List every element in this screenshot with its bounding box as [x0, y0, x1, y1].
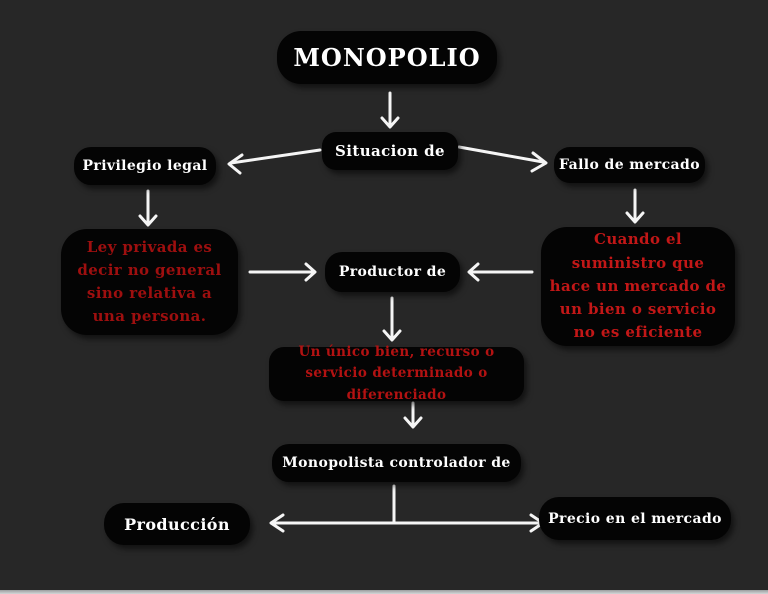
node-fallo-de-mercado: Fallo de mercado [554, 147, 705, 183]
arrow-situacion-fallo [457, 145, 545, 164]
node-ley-privada: Ley privada es decir no general sino rel… [61, 229, 238, 335]
node-cuando-el-suministro: Cuando el suministro que hace un mercado… [541, 227, 735, 346]
node-monopolista-controlador: Monopolista controlador de [272, 444, 521, 482]
node-situacion-de: Situacion de [322, 132, 458, 170]
node-precio-en-el-mercado: Precio en el mercado [539, 497, 731, 540]
node-productor-de: Productor de [325, 252, 460, 292]
node-un-unico-bien: Un único bien, recurso o servicio determ… [269, 344, 524, 403]
node-monopolio: MONOPOLIO [277, 31, 497, 84]
node-privilegio-legal: Privilegio legal [74, 147, 216, 185]
slide-bottom-edge [0, 590, 768, 594]
node-produccion: Producción [104, 503, 250, 545]
arrow-situacion-privilegio [229, 148, 322, 165]
